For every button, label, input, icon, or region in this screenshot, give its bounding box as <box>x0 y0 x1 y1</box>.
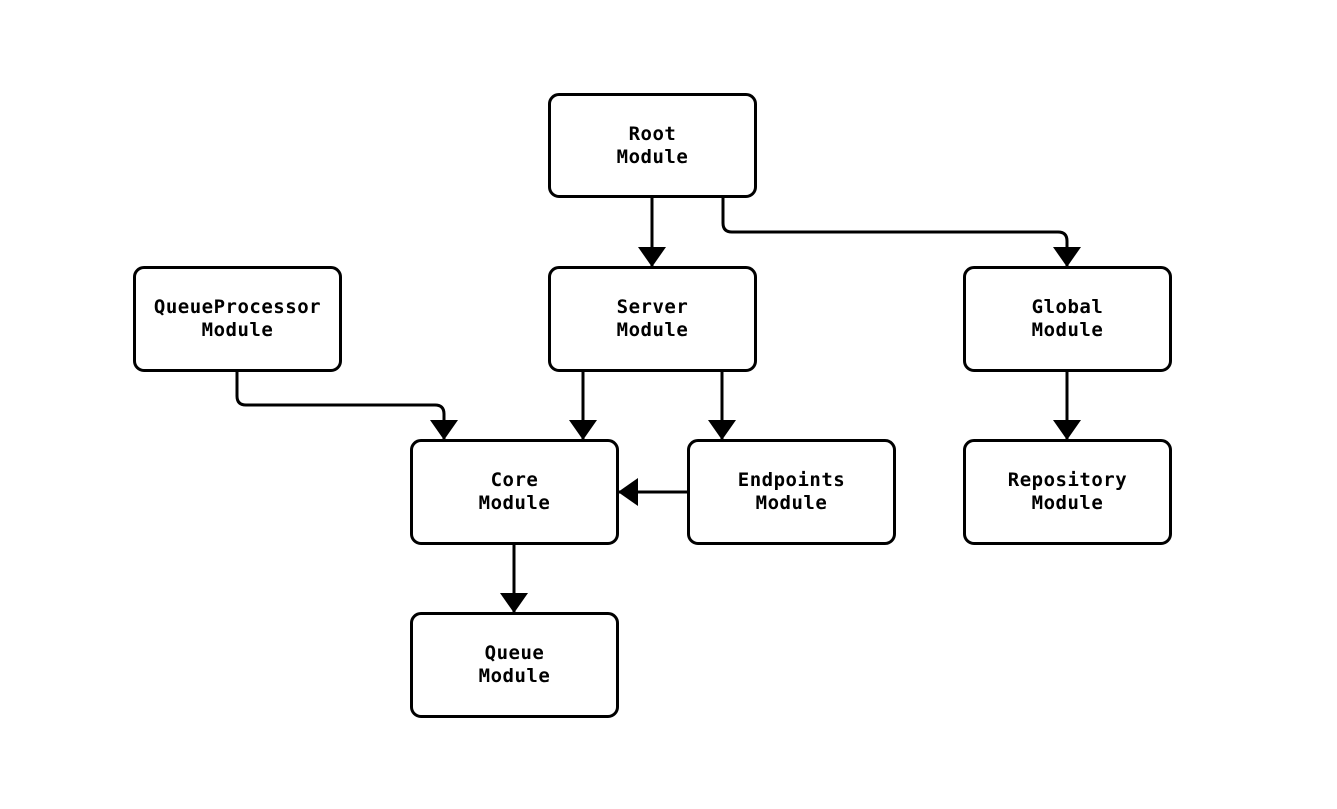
node-label: Queue Module <box>478 642 551 687</box>
node-repository-module: Repository Module <box>963 439 1172 545</box>
node-label: Repository Module <box>1007 469 1128 514</box>
node-core-module: Core Module <box>410 439 619 545</box>
node-global-module: Global Module <box>963 266 1172 372</box>
node-label: Root Module <box>616 122 689 168</box>
node-label: QueueProcessor Module <box>153 296 322 341</box>
node-endpoints-module: Endpoints Module <box>687 439 896 545</box>
node-label: Global Module <box>1031 296 1104 341</box>
node-label: Server Module <box>616 296 689 341</box>
node-label: Core Module <box>478 469 551 514</box>
edge-queueprocessor-to-core <box>235 372 458 440</box>
node-queueprocessor-module: QueueProcessor Module <box>133 266 342 372</box>
node-root-module: Root Module <box>548 93 757 198</box>
edge-root-to-global <box>721 198 1081 267</box>
node-server-module: Server Module <box>548 266 757 372</box>
node-label: Endpoints Module <box>737 469 846 514</box>
node-queue-module: Queue Module <box>410 612 619 718</box>
